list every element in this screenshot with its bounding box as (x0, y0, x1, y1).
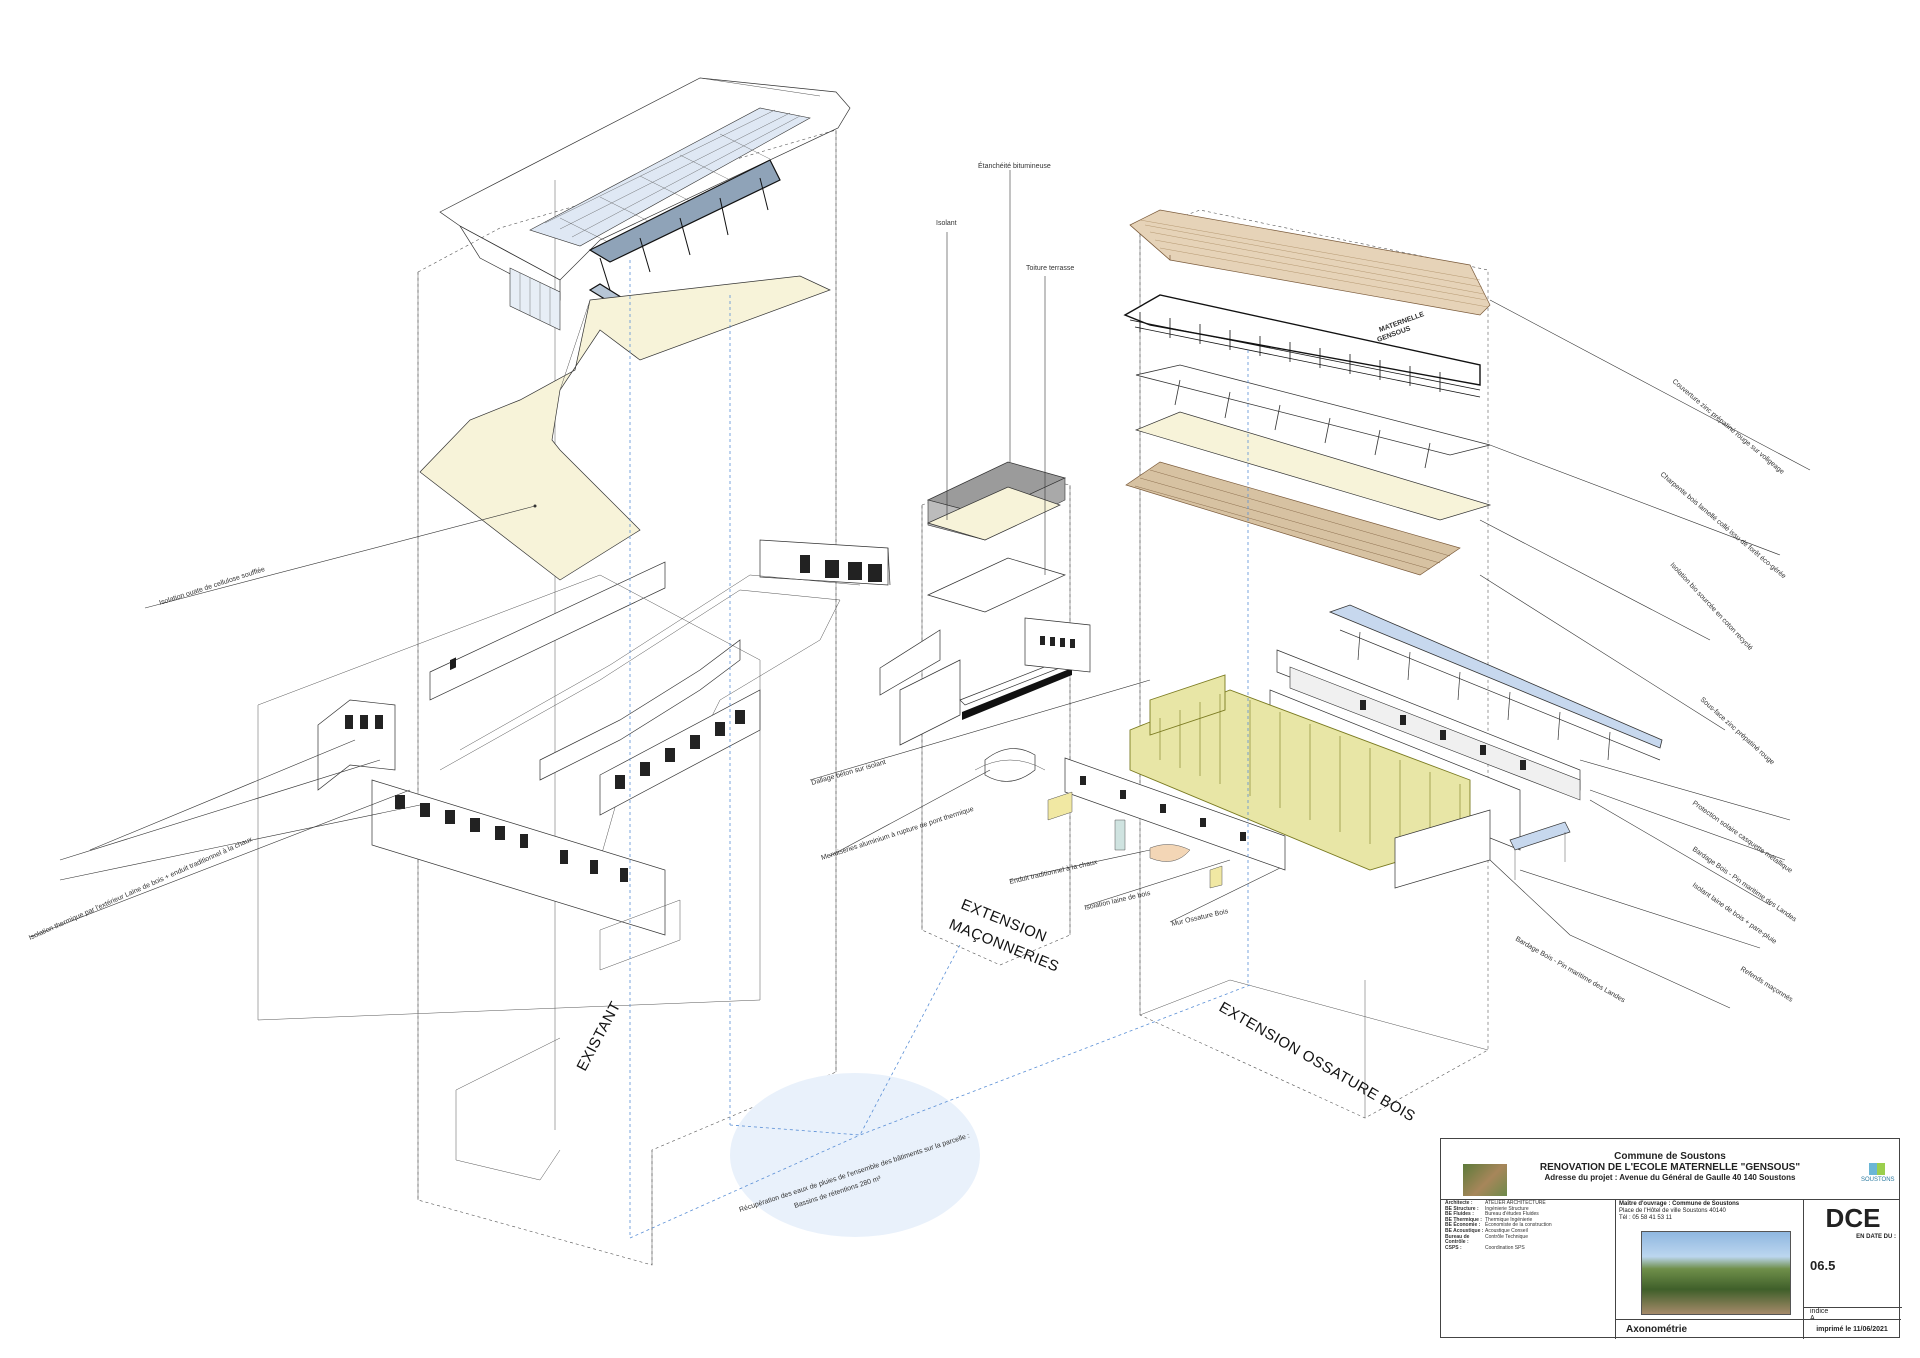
client-title: Maître d'ouvrage : Commune de Soustons (1619, 1201, 1740, 1207)
label-isolation-biosourcee: Isolation bio sourcée en coton recyclé (1669, 562, 1754, 653)
title-block-header: Commune de Soustons RENOVATION DE L'ECOL… (1441, 1139, 1899, 1200)
project-title: RENOVATION DE L'ECOLE MATERNELLE "GENSOU… (1539, 1162, 1801, 1173)
phase-panel: DCE EN DATE DU : 06.5 indice A (1803, 1199, 1902, 1339)
stakeholder-row: BE Thermique :Thermique Ingénierie (1445, 1216, 1533, 1223)
label-isolant-laine-pare-pluie: Isolant laine de bois + pare-pluie (1691, 882, 1778, 946)
label-isolation-laine: Isolation laine de bois (1084, 890, 1152, 912)
label-etancheite: Étanchéité bitumineuse (978, 161, 1051, 170)
date-label: EN DATE DU : (1856, 1234, 1896, 1240)
client-address: Place de l'Hôtel de ville Soustons 40140 (1619, 1208, 1726, 1214)
label-couverture: Couverture zinc prépatiné rouge sur voli… (1671, 378, 1786, 476)
stakeholder-row: BE Acoustique :Acoustique Conseil (1445, 1227, 1528, 1234)
label-protection-solaire: Protection solaire casquette métallique (1691, 800, 1794, 875)
stakeholder-row: Architecte :ATELIER ARCHITECTURE (1445, 1200, 1546, 1206)
label-isolant: Isolant (936, 220, 957, 227)
soustons-logo-text: SOUSTONS (1861, 1177, 1895, 1183)
label-charpente: Charpente bois lamellé collé issu de for… (1659, 471, 1787, 580)
label-menuiseries: Menuiseries aluminium à rupture de pont … (820, 806, 974, 862)
label-toiture: Toiture terrasse (1026, 265, 1074, 272)
label-refends: Refends maçonnés (1739, 966, 1794, 1004)
stakeholder-row: BE Fluides :Bureau d'études Fluides (1445, 1211, 1539, 1218)
label-bardage-1: Bardage Bois - Pin maritime des Landes (1691, 846, 1798, 924)
rainwater-retention: Récupération des eaux de pluies de l'ens… (629, 260, 1251, 1239)
client-phone: Tél : 05 58 41 53 11 (1619, 1215, 1672, 1221)
label-existant: EXISTANT (574, 999, 625, 1074)
label-isolation-thermique: Isolation thermique par l'extérieur Lain… (28, 836, 254, 942)
label-isolation-ouate: Isolation ouate de cellulose soufflée (158, 566, 266, 607)
label-dallage: Dallage béton sur isolant (811, 759, 887, 787)
print-date: imprimé le 11/06/2021 (1803, 1319, 1901, 1346)
timber-extension: MATERNELLE GENSOUS (1009, 209, 1811, 1126)
phase-label: DCE (1825, 1203, 1881, 1233)
label-ext-ossature: EXTENSION OSSATURE BOIS (1216, 999, 1418, 1126)
soustons-logo: SOUSTONS (1861, 1161, 1895, 1191)
project-rendering (1641, 1231, 1791, 1315)
title-block: Commune de Soustons RENOVATION DE L'ECOL… (1440, 1138, 1902, 1339)
indice-label: indice (1810, 1308, 1829, 1315)
stakeholder-row: Bureau de Contrôle :Contrôle Technique (1445, 1233, 1528, 1246)
label-enduit: Enduit traditionnel à la chaux (1009, 859, 1099, 886)
project-address: Adresse du projet : Avenue du Général de… (1544, 1173, 1796, 1182)
stakeholder-row: CSPS :Coordination SPS (1445, 1244, 1525, 1251)
label-mur-ossature: Mur Ossature Bois (1171, 908, 1230, 928)
commune-name: Commune de Soustons (1614, 1151, 1726, 1162)
site-photo-thumbnail (1463, 1164, 1507, 1196)
stakeholder-row: BE Économie :Économiste de la constructi… (1445, 1222, 1552, 1229)
stakeholder-list: Architecte :ATELIER ARCHITECTURE BE Stru… (1441, 1199, 1616, 1339)
revision-index: indice A (1804, 1307, 1902, 1328)
stakeholder-row: BE Structure :Ingénierie Structure (1445, 1205, 1529, 1212)
label-sous-face: Sous-face zinc prépatiné rouge (1699, 696, 1776, 766)
label-bardage-2: Bardage Bois - Pin maritime des Landes (1514, 936, 1626, 1005)
sheet-number: 06.5 (1810, 1258, 1836, 1273)
existing-building: Isolation ouate de cellulose soufflée Is… (28, 77, 891, 1266)
sheet-title: Axonométrie (1616, 1319, 1803, 1339)
client-info: Maître d'ouvrage : Commune de Soustons P… (1619, 1201, 1779, 1222)
indice-value: A (1810, 1315, 1815, 1322)
soustons-logo-icon (1869, 1163, 1885, 1175)
